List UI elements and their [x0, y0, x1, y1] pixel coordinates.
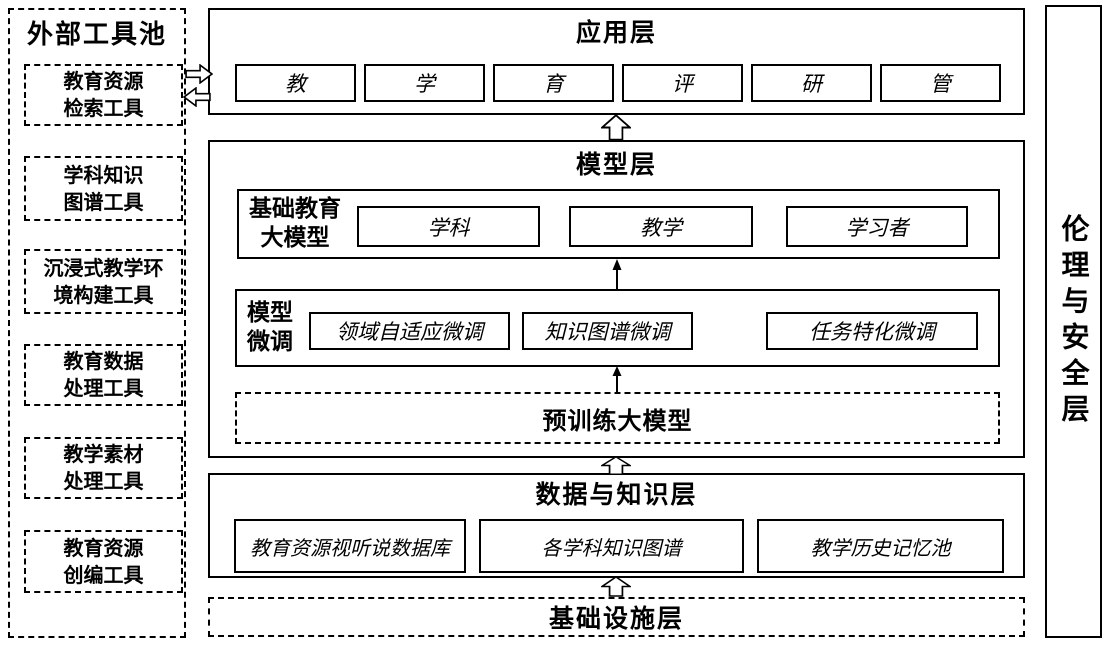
ethics-layer-title: 伦理与安全层: [1057, 213, 1091, 430]
foundation-model-label: 基础教育 大模型: [249, 196, 341, 251]
hollow-up-arrow-icon: [601, 576, 631, 597]
foundation-item-learner: 学习者: [786, 206, 968, 247]
fine-tuning-label: 模型 微调: [247, 300, 293, 355]
tool-pool-panel: 外部工具池 教育资源 检索工具 学科知识 图谱工具 沉浸式教学环 境构建工具 教…: [8, 8, 186, 638]
hollow-left-arrow-icon: [183, 87, 211, 107]
tool-resource-authoring: 教育资源 创编工具: [24, 530, 183, 593]
app-item-learn: 学: [364, 64, 485, 102]
model-layer-title: 模型层: [575, 150, 657, 179]
data-item-av-database: 教育资源视听说数据库: [234, 519, 466, 573]
tool-material-processing: 教学素材 处理工具: [24, 437, 183, 499]
tool-data-processing: 教育数据 处理工具: [24, 344, 183, 406]
app-item-manage: 管: [880, 64, 1001, 102]
app-item-evaluate: 评: [622, 64, 743, 102]
tool-immersive-env: 沉浸式教学环 境构建工具: [24, 249, 183, 314]
data-layer-title: 数据与知识层: [535, 480, 698, 509]
application-layer-panel: 应用层 教 学 育 评 研 管: [208, 8, 1025, 115]
app-item-teach: 教: [235, 64, 356, 102]
app-item-research: 研: [751, 64, 872, 102]
fine-tuning-box: 模型 微调 领域自适应微调 知识图谱微调 任务特化微调: [235, 289, 1000, 367]
ethics-layer-panel: 伦理与安全层: [1045, 5, 1102, 638]
hollow-up-arrow-icon: [601, 456, 631, 475]
data-item-history-memory: 教学历史记忆池: [757, 519, 1004, 573]
infrastructure-layer-panel: 基础设施层: [208, 597, 1025, 637]
hollow-right-arrow-icon: [185, 64, 213, 84]
tool-resource-search: 教育资源 检索工具: [24, 64, 183, 126]
application-layer-title: 应用层: [575, 18, 657, 47]
finetune-item-kg: 知识图谱微调: [522, 312, 693, 350]
foundation-item-subject: 学科: [357, 206, 540, 247]
data-layer-panel: 数据与知识层 教育资源视听说数据库 各学科知识图谱 教学历史记忆池: [208, 473, 1025, 578]
tool-knowledge-graph: 学科知识 图谱工具: [24, 156, 183, 221]
data-item-subject-kg: 各学科知识图谱: [479, 519, 744, 573]
finetune-item-domain: 领域自适应微调: [309, 312, 510, 350]
finetune-item-task: 任务特化微调: [766, 312, 978, 350]
tool-pool-title: 外部工具池: [26, 20, 167, 50]
foundation-model-box: 基础教育 大模型 学科 教学 学习者: [237, 189, 1000, 259]
app-item-nurture: 育: [493, 64, 614, 102]
up-arrow-icon: [612, 366, 622, 392]
pretrained-model-box: 预训练大模型: [235, 392, 1000, 444]
model-layer-panel: 模型层 基础教育 大模型 学科 教学 学习者 模型 微调 领域自适应微调 知识图…: [208, 140, 1025, 458]
up-arrow-icon: [612, 259, 622, 289]
hollow-up-arrow-icon: [601, 114, 631, 141]
foundation-item-teaching: 教学: [569, 206, 753, 247]
